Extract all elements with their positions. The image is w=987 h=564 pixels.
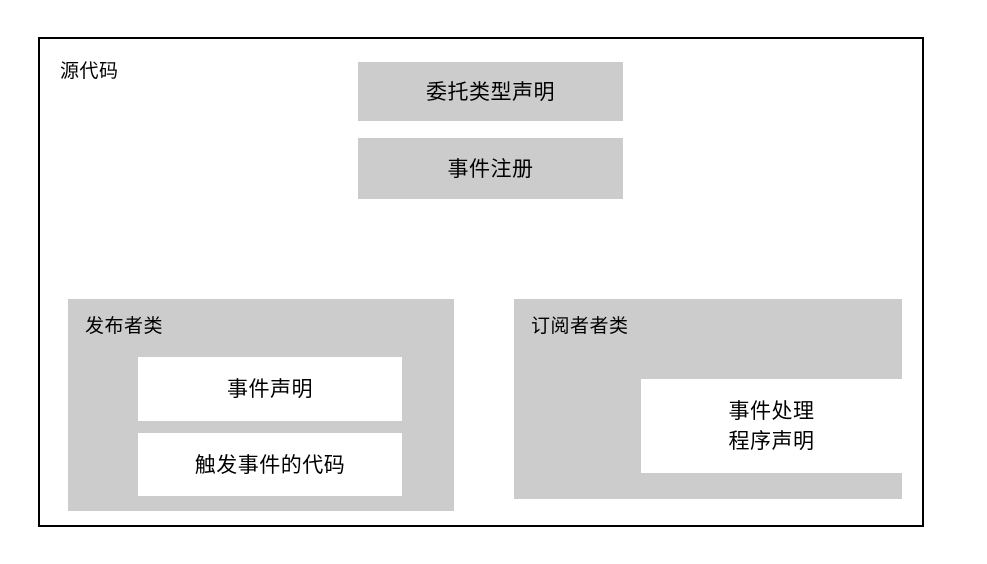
block-event-handler-declaration-line2: 程序声明: [728, 429, 815, 453]
block-event-registration[interactable]: 事件注册: [358, 138, 623, 199]
container-publisher-class-title: 发布者类: [85, 315, 164, 337]
block-event-handler-declaration-text: 事件处理 程序声明: [729, 396, 815, 456]
block-trigger-event-code-label: 触发事件的代码: [194, 452, 346, 477]
block-event-handler-declaration[interactable]: 事件处理 程序声明: [641, 379, 902, 473]
frame-title: 源代码: [60, 60, 119, 82]
block-event-handler-declaration-line1: 事件处理: [728, 399, 815, 423]
container-subscriber-class-title: 订阅者者类: [531, 315, 629, 337]
source-code-frame: 源代码 委托类型声明 事件注册 发布者类 事件声明 触发事件的代码 订阅者者类 …: [38, 37, 924, 527]
block-delegate-type-declaration[interactable]: 委托类型声明: [358, 62, 623, 121]
block-delegate-type-declaration-label: 委托类型声明: [426, 79, 555, 104]
block-trigger-event-code[interactable]: 触发事件的代码: [138, 433, 402, 496]
block-event-declaration[interactable]: 事件声明: [138, 357, 402, 421]
block-event-registration-label: 事件注册: [447, 156, 534, 181]
container-publisher-class[interactable]: 发布者类 事件声明 触发事件的代码: [68, 299, 454, 511]
container-subscriber-class[interactable]: 订阅者者类 事件处理 程序声明: [514, 299, 902, 499]
block-event-declaration-label: 事件声明: [227, 377, 313, 401]
